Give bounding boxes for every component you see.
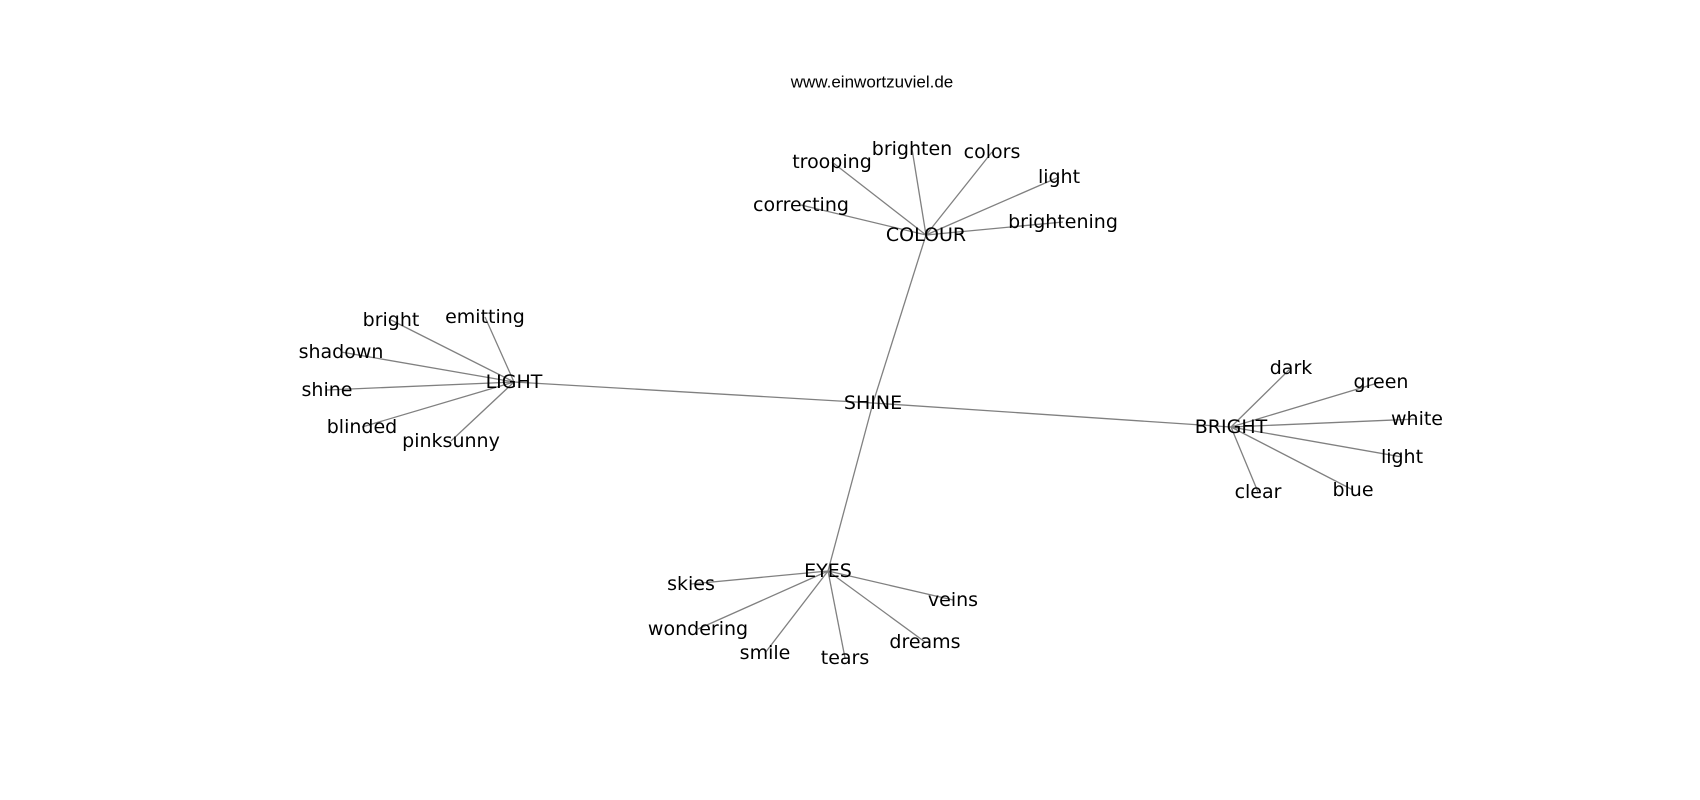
edge-light-pinksunny	[450, 381, 515, 442]
edge-bright-dark	[1230, 367, 1292, 428]
edge-bright-white	[1230, 418, 1418, 428]
edge-light-shadown	[340, 351, 515, 383]
leaf-node-emitting: emitting	[445, 306, 525, 328]
hub-node-eyes: EYES	[804, 560, 852, 582]
edge-eyes-skies	[690, 570, 829, 585]
leaf-node-light: light	[1381, 446, 1423, 468]
hub-node-colour: COLOUR	[886, 224, 966, 246]
edge-bright-clear	[1230, 426, 1259, 493]
leaf-node-blinded: blinded	[327, 416, 397, 438]
leaf-node-colors: colors	[964, 141, 1021, 163]
leaf-node-pinksunny: pinksunny	[402, 430, 500, 452]
leaf-node-blue: blue	[1332, 479, 1373, 501]
leaf-node-trooping: trooping	[792, 151, 872, 173]
edge-colour-light	[925, 176, 1060, 236]
edge-eyes-dreams	[827, 570, 926, 643]
leaf-node-green: green	[1354, 371, 1409, 393]
center-node: SHINE	[844, 392, 902, 414]
edge-colour-brightening	[925, 221, 1064, 236]
edge-eyes-tears	[827, 570, 846, 659]
leaf-node-white: white	[1391, 408, 1443, 430]
leaf-node-shadown: shadown	[299, 341, 384, 363]
edge-bright-green	[1230, 381, 1382, 428]
edge-colour-colors	[925, 151, 993, 236]
leaf-node-smile: smile	[740, 642, 791, 664]
leaf-node-wondering: wondering	[648, 618, 748, 640]
website-label: www.einwortzuviel.de	[790, 73, 954, 92]
leaf-node-dark: dark	[1270, 357, 1313, 379]
edge-center-colour	[872, 234, 927, 404]
leaf-node-shine: shine	[302, 379, 353, 401]
edge-colour-correcting	[800, 204, 927, 236]
edge-light-bright	[390, 319, 515, 383]
leaf-node-light: light	[1038, 166, 1080, 188]
leaf-node-brightening: brightening	[1008, 211, 1118, 233]
edge-light-emitting	[484, 316, 515, 383]
leaf-node-veins: veins	[928, 589, 978, 611]
edge-light-shine	[326, 381, 515, 391]
edge-bright-light	[1230, 426, 1403, 458]
graph-edges	[326, 148, 1418, 659]
edge-eyes-veins	[827, 570, 954, 601]
edge-eyes-wondering	[697, 570, 829, 630]
leaf-node-dreams: dreams	[889, 631, 960, 653]
edge-center-bright	[872, 402, 1232, 428]
leaf-node-bright: bright	[363, 309, 420, 331]
edge-colour-brighten	[911, 148, 927, 236]
leaf-node-correcting: correcting	[753, 194, 849, 216]
leaf-node-clear: clear	[1235, 481, 1282, 503]
hub-node-light: LIGHT	[486, 371, 543, 393]
leaf-node-brighten: brighten	[872, 138, 952, 160]
edge-colour-trooping	[831, 161, 927, 236]
edge-light-blinded	[361, 381, 515, 428]
hub-node-bright: BRIGHT	[1195, 416, 1268, 438]
edge-center-eyes	[827, 402, 874, 572]
edge-bright-blue	[1230, 426, 1354, 491]
leaf-node-tears: tears	[821, 647, 870, 669]
edge-eyes-smile	[764, 570, 829, 654]
edge-center-light	[513, 381, 874, 404]
leaf-node-skies: skies	[667, 573, 715, 595]
